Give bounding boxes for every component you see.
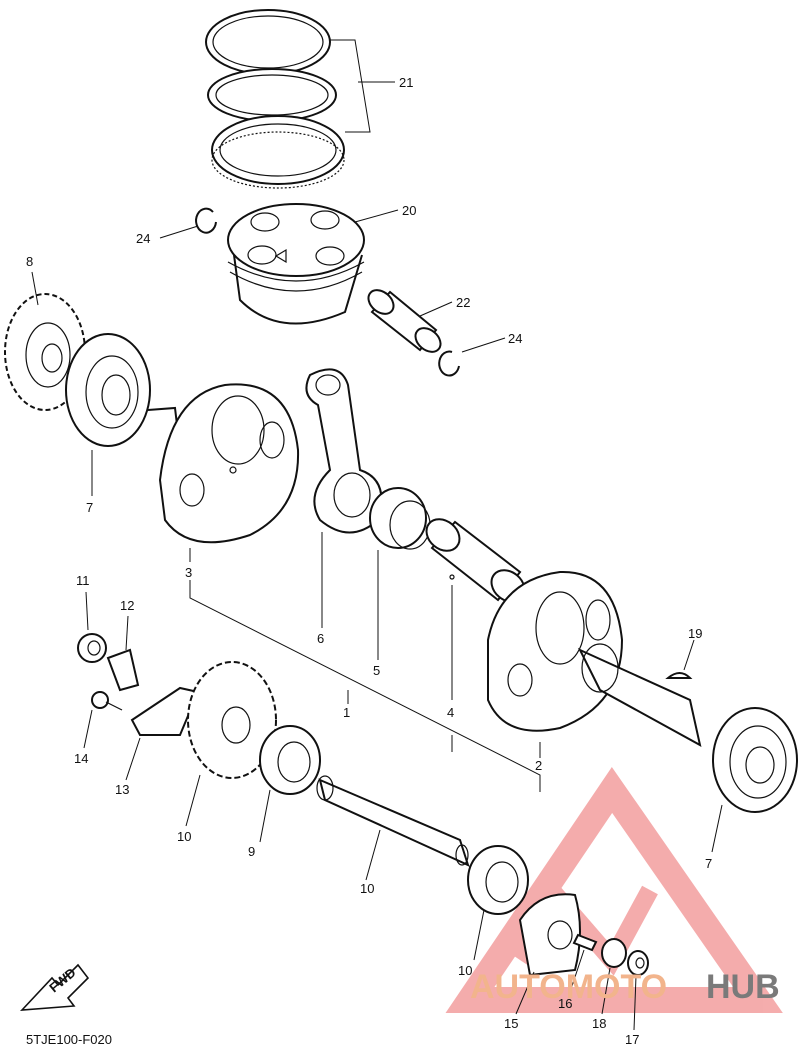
label-10b[interactable]: 10 — [458, 963, 472, 978]
label-1[interactable]: 1 — [343, 705, 350, 720]
label-12[interactable]: 11 — [76, 573, 90, 588]
bearing-left[interactable] — [65, 333, 151, 447]
label-24b[interactable]: 24 — [508, 331, 522, 346]
crank-left[interactable] — [147, 383, 300, 544]
label-8[interactable]: 8 — [26, 254, 33, 269]
balancer-gear[interactable] — [187, 661, 277, 779]
label-14[interactable]: 13 — [115, 782, 129, 797]
label-23[interactable]: 22 — [456, 295, 470, 310]
label-7a[interactable]: 7 — [86, 500, 93, 515]
straight-key[interactable] — [665, 672, 693, 679]
piston[interactable] — [227, 203, 365, 325]
balancer-weight[interactable] — [518, 893, 581, 977]
watermark-text: AUTOMOTO HUB — [470, 968, 780, 1006]
label-24a[interactable]: 24 — [136, 231, 150, 246]
label-10a[interactable]: 9 — [248, 844, 255, 859]
watermark-text-a: AUTOMOTO — [470, 968, 667, 1006]
label-6[interactable]: 6 — [317, 631, 324, 646]
label-17[interactable]: 16 — [558, 996, 572, 1011]
label-2[interactable]: 2 — [535, 758, 542, 773]
lock-washer-small[interactable] — [601, 938, 627, 968]
label-22[interactable]: 21 — [399, 75, 413, 90]
crank-pin[interactable] — [420, 513, 531, 609]
label-15[interactable]: 14 — [74, 751, 88, 766]
part-labels: 21 20 24 8 22 24 7 3 11 12 6 19 5 1 4 14… — [26, 75, 712, 1047]
key[interactable] — [572, 933, 598, 952]
needle-bearing[interactable] — [369, 487, 431, 550]
label-21[interactable]: 20 — [402, 203, 416, 218]
label-13[interactable]: 12 — [120, 598, 134, 613]
lock-washer[interactable] — [106, 648, 140, 692]
bearing-upper[interactable] — [259, 725, 321, 795]
label-7b[interactable]: 7 — [705, 856, 712, 871]
circlip-right[interactable] — [438, 350, 460, 377]
label-9[interactable]: 10 — [360, 881, 374, 896]
plate[interactable] — [130, 686, 200, 736]
circlip-left[interactable] — [195, 207, 217, 234]
nut-small[interactable] — [627, 950, 649, 976]
label-5[interactable]: 5 — [373, 663, 380, 678]
label-11[interactable]: 10 — [177, 829, 191, 844]
nut[interactable] — [77, 633, 107, 663]
piston-ring-set[interactable] — [205, 9, 345, 189]
balancer-shaft[interactable] — [316, 775, 470, 867]
crank-right[interactable] — [487, 570, 702, 747]
fwd-arrow-icon: FWD — [20, 963, 90, 1011]
label-19[interactable]: 18 — [592, 1016, 606, 1031]
watermark-text-b: HUB — [706, 968, 780, 1006]
label-16[interactable]: 15 — [504, 1016, 518, 1031]
label-4[interactable]: 4 — [447, 705, 454, 720]
bolt[interactable] — [91, 691, 123, 711]
label-18[interactable]: 17 — [625, 1032, 639, 1047]
bearing-right[interactable] — [712, 707, 798, 813]
piston-pin[interactable] — [364, 285, 445, 356]
label-20[interactable]: 19 — [688, 626, 702, 641]
bearing-lower[interactable] — [467, 845, 529, 915]
drawing-code: 5TJE100-F020 — [26, 1032, 112, 1047]
connecting-rod[interactable] — [305, 368, 383, 534]
label-3[interactable]: 3 — [185, 565, 192, 580]
